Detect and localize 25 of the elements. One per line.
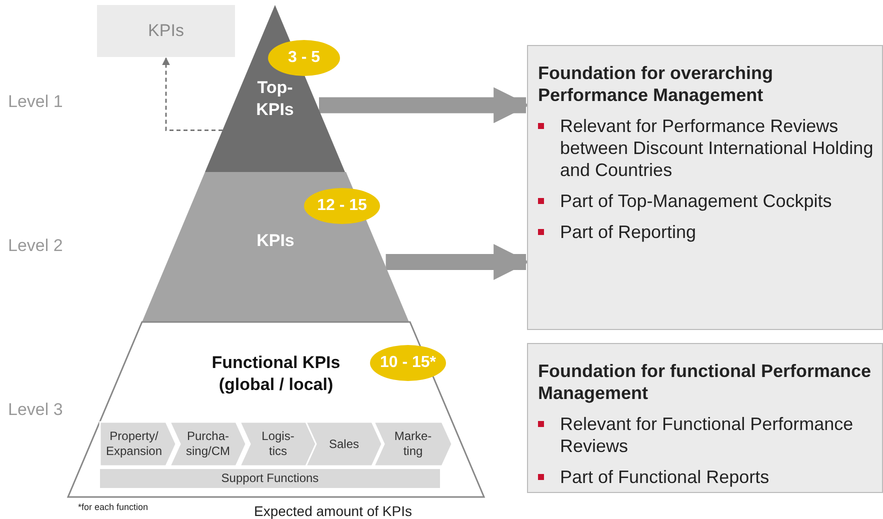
section-title: Top- KPIs [255, 77, 295, 121]
info-panel [527, 45, 883, 330]
section-title: KPIs [256, 230, 296, 252]
function-step: Property/ Expansion [100, 422, 176, 466]
bullet-item: Part of Top-Management Cockpits [538, 190, 874, 212]
pyramid-middle-section [142, 172, 409, 322]
panel-heading: Foundation for overarching Performance Management [538, 62, 774, 106]
pyramid-base-section [68, 322, 484, 497]
info-panel [527, 343, 883, 493]
level-label: Level 3 [8, 400, 63, 420]
support-functions-bar: Support Functions [100, 469, 440, 488]
level-label: Level 1 [8, 92, 63, 112]
level-label: Level 2 [8, 236, 63, 256]
panel-heading: Foundation for functional Performance Management [538, 360, 872, 404]
bullet-item: Part of Reporting [538, 221, 874, 243]
count-badge: 3 - 5 [268, 40, 340, 76]
bullet-item: Part of Functional Reports [538, 466, 874, 488]
kpi-box: KPIs [97, 5, 235, 57]
footnote: *for each function [78, 502, 148, 512]
bullet-item: Relevant for Performance Reviews between Discount International Holding and Countries [538, 115, 874, 181]
bullet-item: Relevant for Functional Performance Reviews [538, 413, 874, 457]
dashed-arrow [162, 57, 222, 131]
section-title: Functional KPIs (global / local) [210, 352, 342, 396]
pyramid-top-section [205, 5, 345, 172]
axis-caption: Expected amount of KPIs [254, 503, 412, 519]
